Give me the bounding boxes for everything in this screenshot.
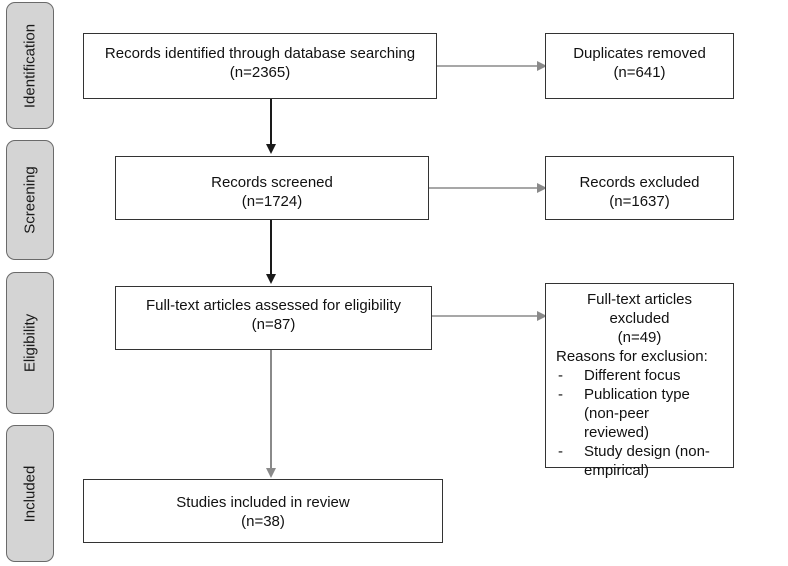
studies-included-text: Studies included in review: [176, 494, 350, 511]
records-identified-count: (n=2365): [229, 64, 291, 81]
records-screened-count: (n=1724): [241, 193, 303, 210]
records-excluded-text: Records excluded: [579, 174, 700, 191]
phase-included: Included: [6, 425, 54, 562]
phase-identification: Identification: [6, 2, 54, 129]
records-screened-box: Records screened (n=1724): [115, 156, 429, 220]
exclusion-reason-text: Study design (non-: [584, 443, 710, 460]
fulltext-assessed-box: Full-text articles assessed for eligibil…: [115, 286, 432, 350]
bullet-dash: -: [558, 443, 563, 460]
records-excluded-count: (n=1637): [609, 193, 670, 210]
records-excluded-box: Records excluded (n=1637): [545, 156, 734, 220]
duplicates-removed-count: (n=641): [613, 64, 666, 81]
exclusion-reason-text-cont: empirical): [584, 462, 650, 479]
records-identified-box: Records identified through database sear…: [83, 33, 437, 99]
exclusion-reason-item: - Study design (non- empirical): [556, 442, 723, 480]
bullet-dash: -: [558, 386, 563, 403]
duplicates-removed-box: Duplicates removed (n=641): [545, 33, 734, 99]
studies-included-box: Studies included in review (n=38): [83, 479, 443, 543]
records-screened-text: Records screened: [211, 174, 333, 191]
phase-screening: Screening: [6, 140, 54, 260]
fulltext-excluded-title: Full-text articles excluded: [586, 291, 693, 327]
fulltext-excluded-count: (n=49): [617, 329, 662, 346]
duplicates-removed-text: Duplicates removed: [573, 45, 706, 62]
exclusion-reason-text: Different focus: [584, 367, 681, 384]
fulltext-assessed-text: Full-text articles assessed for eligibil…: [145, 297, 402, 314]
studies-included-count: (n=38): [241, 513, 285, 530]
phase-eligibility: Eligibility: [6, 272, 54, 414]
bullet-dash: -: [558, 367, 563, 384]
fulltext-assessed-count: (n=87): [251, 316, 296, 333]
exclusion-reasons-heading: Reasons for exclusion:: [556, 348, 708, 365]
exclusion-reason-item: - Different focus: [556, 366, 723, 385]
records-identified-text: Records identified through database sear…: [104, 45, 416, 62]
exclusion-reason-text: Publication type (non-peer: [584, 386, 690, 422]
fulltext-excluded-box: Full-text articles excluded (n=49) Reaso…: [545, 283, 734, 479]
exclusion-reason-item: - Publication type (non-peer reviewed): [556, 385, 723, 442]
exclusion-reason-text-cont: reviewed): [584, 424, 650, 441]
